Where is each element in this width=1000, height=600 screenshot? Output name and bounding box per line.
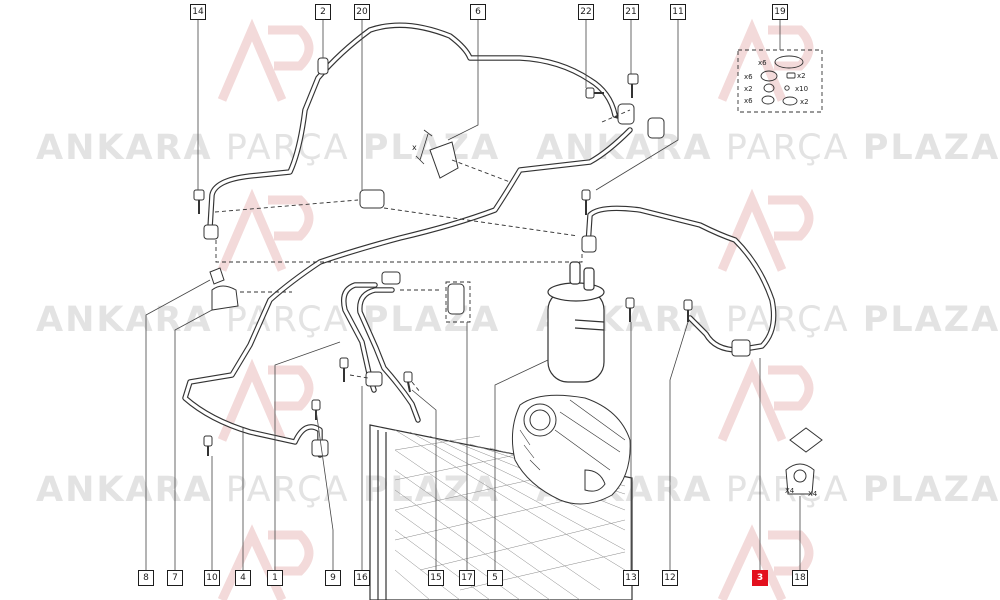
assembly-dash-lines (214, 49, 823, 393)
callout-part-17[interactable]: 17 (459, 570, 475, 586)
callout-part-12[interactable]: 12 (662, 570, 678, 586)
compressor (511, 394, 631, 505)
callout-part-2[interactable]: 2 (315, 4, 331, 20)
callout-part-4[interactable]: 4 (235, 570, 251, 586)
callout-part-9[interactable]: 9 (325, 570, 341, 586)
callout-part-15[interactable]: 15 (428, 570, 444, 586)
receiver-drier (547, 261, 605, 383)
seal-kit-qty-2: x6 (744, 73, 753, 81)
leader-lines (145, 20, 801, 570)
callout-part-22[interactable]: 22 (578, 4, 594, 20)
callout-part-11[interactable]: 11 (670, 4, 686, 20)
callout-part-3-highlighted[interactable]: 3 (752, 570, 768, 586)
ap-logo-icon (217, 18, 814, 600)
fittings-and-bolts (193, 57, 823, 495)
dimension-marker (415, 129, 433, 165)
seal-kit-qty-7: x2 (800, 98, 809, 106)
dimension-label: x (412, 143, 417, 152)
callout-part-16[interactable]: 16 (354, 570, 370, 586)
cap-kit-qty-2: X4 (808, 490, 818, 498)
callout-part-21[interactable]: 21 (623, 4, 639, 20)
seal-kit-rings (760, 55, 804, 106)
callout-part-7[interactable]: 7 (167, 570, 183, 586)
callout-part-18[interactable]: 18 (792, 570, 808, 586)
seal-kit-qty-1: x6 (758, 59, 767, 67)
callout-part-6[interactable]: 6 (470, 4, 486, 20)
seal-kit-qty-4: x2 (744, 85, 753, 93)
callout-part-19[interactable]: 19 (772, 4, 788, 20)
cap-kit-qty-1: X4 (785, 487, 795, 495)
callout-part-14[interactable]: 14 (190, 4, 206, 20)
callout-part-8[interactable]: 8 (138, 570, 154, 586)
seal-kit-qty-6: x6 (744, 97, 753, 105)
callout-part-13[interactable]: 13 (623, 570, 639, 586)
callout-part-10[interactable]: 10 (204, 570, 220, 586)
seal-kit-qty-5: x10 (795, 85, 808, 93)
callout-part-5[interactable]: 5 (487, 570, 503, 586)
callout-part-20[interactable]: 20 (354, 4, 370, 20)
seal-kit-qty-3: x2 (797, 72, 806, 80)
callout-part-1[interactable]: 1 (267, 570, 283, 586)
